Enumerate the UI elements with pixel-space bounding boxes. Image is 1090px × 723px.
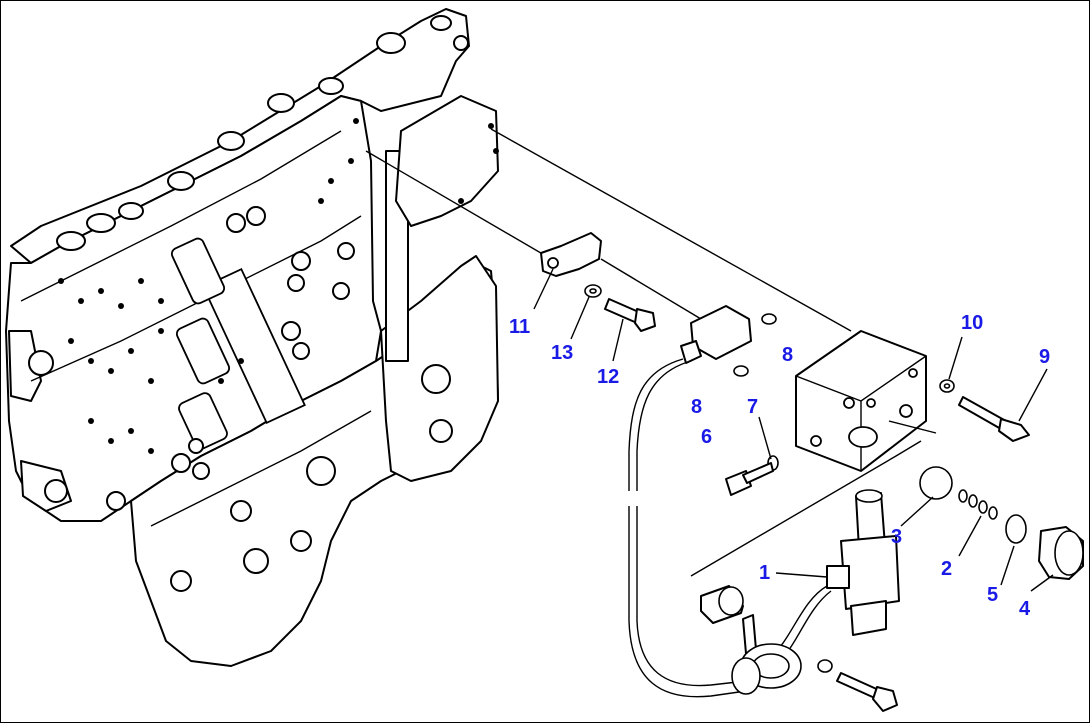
callout-10: 10 — [961, 312, 983, 334]
callout-13: 13 — [551, 342, 573, 364]
callout-5: 5 — [987, 584, 998, 606]
callout-4: 4 — [1019, 598, 1031, 620]
callout-7: 7 — [747, 396, 758, 418]
callout-9: 9 — [1039, 346, 1050, 368]
oring-part-5 — [1005, 514, 1027, 544]
callout-8-upper: 8 — [782, 344, 793, 366]
washer-lower — [817, 659, 833, 673]
callout-labels: 11 13 12 8 8 7 6 10 9 3 2 1 5 4 — [509, 312, 1050, 620]
callout-2: 2 — [941, 558, 952, 580]
callout-leaders — [533, 268, 1054, 592]
washer-part-13 — [584, 284, 602, 298]
harness-connector — [680, 305, 752, 364]
washer-part-10 — [939, 379, 955, 393]
oring-part-8 — [733, 313, 777, 377]
bolt-part-12 — [604, 298, 656, 332]
solenoid-part-1 — [770, 489, 900, 662]
callout-3: 3 — [891, 526, 902, 548]
harness-clamp — [731, 614, 802, 695]
solenoid-valve-block — [795, 330, 937, 472]
callout-11: 11 — [509, 316, 530, 338]
assembly-guide-lines — [365, 128, 922, 577]
callout-12: 12 — [597, 366, 619, 388]
valve-body — [5, 8, 499, 667]
wiring-harness — [628, 358, 747, 698]
callout-6: 6 — [701, 426, 712, 448]
plug-part-4 — [1038, 526, 1084, 580]
callout-1: 1 — [759, 562, 770, 584]
bolt-part-9 — [958, 396, 1030, 442]
bracket-part-11 — [540, 232, 602, 277]
bolt-lower — [836, 672, 898, 712]
spring-part-2 — [958, 489, 998, 520]
bolt-part-6 — [725, 462, 774, 496]
spacer — [700, 585, 744, 624]
callout-8-lower: 8 — [691, 396, 702, 418]
ball-part-3 — [919, 466, 953, 500]
